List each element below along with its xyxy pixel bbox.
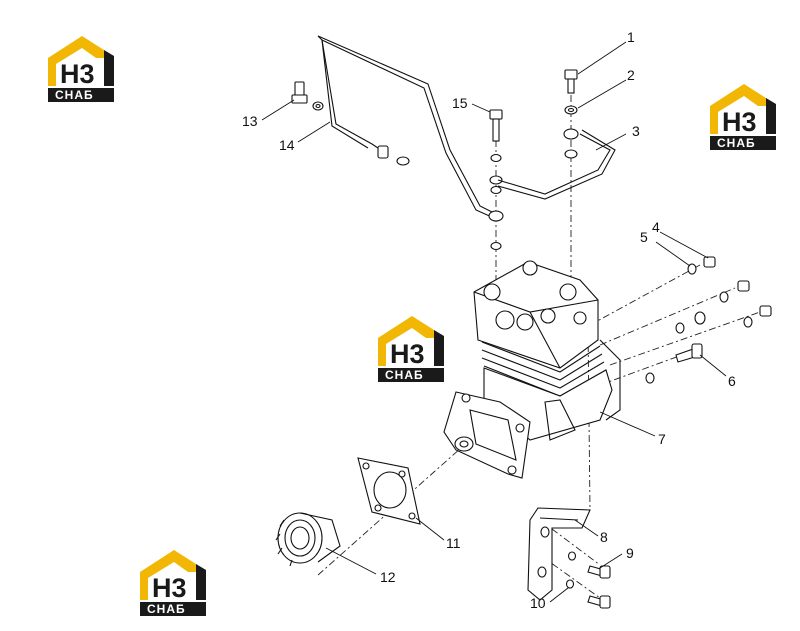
drive-gear-part-12 (275, 512, 341, 567)
logo-word: CHAБ (55, 88, 94, 102)
bolt-part-1 (564, 69, 578, 94)
logo-mark: H3 (60, 59, 95, 89)
air-compressor (443, 260, 621, 479)
watermark-logo-bottom-left: H3 CHAБ (140, 550, 206, 616)
callout-5: 5 (640, 229, 648, 245)
pipe-part-3 (497, 128, 616, 200)
washer-part-5 (687, 263, 697, 275)
logo-word: CHAБ (385, 368, 424, 382)
nut-part-4 (703, 256, 716, 268)
leader-lines (261, 41, 727, 603)
logo-word: CHAБ (717, 136, 756, 150)
callout-14: 14 (279, 137, 295, 153)
bolt-part-15 (489, 109, 503, 251)
oil-pipe (317, 35, 504, 222)
stud-bolts (675, 280, 772, 334)
washer-part-2 (564, 105, 578, 115)
bolt-part-6 (645, 343, 703, 384)
callout-15: 15 (452, 95, 468, 111)
callout-4: 4 (652, 219, 660, 235)
watermark-logo-center: H3 CHAБ (378, 316, 444, 382)
logo-mark: H3 (722, 107, 757, 137)
callout-10: 10 (530, 595, 546, 611)
callout-1: 1 (627, 29, 635, 45)
logo-mark: H3 (390, 339, 425, 369)
logo-word: CHAБ (147, 602, 186, 616)
callout-2: 2 (627, 67, 635, 83)
watermark-logo-top-right: H3 CHAБ (710, 84, 776, 150)
callout-numbers: 1 2 3 4 5 6 7 8 9 10 11 12 13 14 15 (242, 29, 736, 611)
gasket-part-11 (357, 457, 421, 525)
callout-6: 6 (728, 373, 736, 389)
callout-9: 9 (626, 545, 634, 561)
callout-8: 8 (600, 529, 608, 545)
watermark-logo-top-left: H3 CHAБ (48, 36, 114, 102)
callout-3: 3 (632, 123, 640, 139)
callout-13: 13 (242, 113, 258, 129)
callout-12: 12 (380, 569, 396, 585)
callout-11: 11 (446, 535, 461, 551)
callout-7: 7 (658, 431, 666, 447)
bolt-part-10 (565, 579, 611, 609)
bracket-part-8 (527, 507, 591, 601)
logo-mark: H3 (152, 573, 187, 603)
banjo-bolt-part-13 (291, 81, 308, 104)
bolt-part-9 (567, 551, 611, 579)
washer-part-14 (312, 101, 324, 111)
